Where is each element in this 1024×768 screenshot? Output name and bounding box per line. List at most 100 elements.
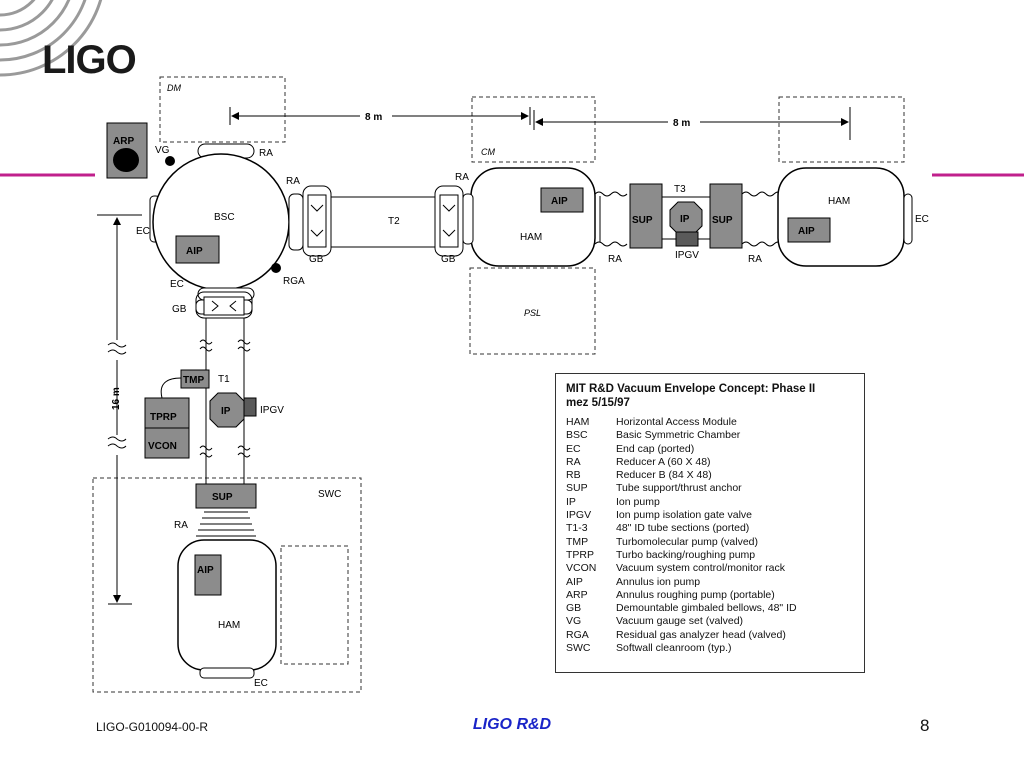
ip-t3-label: IP [680,214,690,225]
legend-abbr: VCON [566,562,597,575]
legend-row: HAM Horizontal Access Module [566,416,854,429]
ipgv-t3-box [675,231,699,247]
legend-abbr: RB [566,469,581,482]
legend-row: GB Demountable gimbaled bellows, 48" ID [566,602,854,615]
ipgv-t3-label: IPGV [675,250,699,261]
legend-title: MIT R&D Vacuum Envelope Concept: Phase I… [566,383,816,409]
legend-desc: Annulus ion pump [616,575,701,588]
legend-desc: Basic Symmetric Chamber [616,429,741,442]
legend-desc: Demountable gimbaled bellows, 48" ID [616,602,797,615]
legend-abbr: TPRP [566,548,595,561]
footer-doc-id: LIGO-G010094-00-R [96,720,209,734]
region-swc [92,477,362,693]
legend-desc: Reducer A (60 X 48) [616,455,711,468]
aip-bsc-box [175,235,220,264]
legend-abbr: IPGV [566,509,592,522]
legend-desc: Softwall cleanroom (typ.) [616,642,732,655]
region-psl-label: PSL [524,308,541,318]
aip-ham-right-box [787,217,831,243]
legend-row: VG Vacuum gauge set (valved) [566,615,854,628]
legend-row: T1-3 48" ID tube sections (ported) [566,522,854,535]
ra-bsc-right-label: RA [286,176,300,187]
aip-ham-right-label: AIP [798,226,815,237]
tprp-label: TPRP [150,412,177,423]
legend-abbr: HAM [566,416,590,428]
region-psl [469,267,596,355]
region-dm [159,76,286,143]
ham-right-chamber [777,167,905,267]
ra-top-label: RA [259,148,273,159]
t2-label: T2 [388,216,400,227]
ra-ham-center-right-label: RA [608,254,622,265]
legend-desc: Turbomolecular pump (valved) [616,535,759,548]
aip-ham-center-label: AIP [551,196,568,207]
legend-row: TMP Turbomolecular pump (valved) [566,536,854,549]
ham-right-label: HAM [828,196,850,207]
legend-abbr: VG [566,615,582,628]
legend-abbr: ARP [566,588,588,601]
sup-bottom-label: SUP [212,492,233,503]
legend-abbr: SWC [566,642,591,655]
legend-desc: End cap (ported) [616,442,695,455]
ligo-logo: LIGO [42,38,137,82]
legend-desc: 48" ID tube sections (ported) [616,522,750,535]
legend-abbr: GB [566,602,582,615]
arp-pump-icon [113,148,139,172]
ham-center-chamber [470,167,596,267]
legend-desc: Vacuum system control/monitor rack [616,562,786,575]
dimension-16m: 16 m [111,387,122,410]
ipgv-t1-label: IPGV [260,405,284,416]
ra-bottom-label: RA [174,520,188,531]
sup-right-label: SUP [712,215,733,226]
legend-row: BSC Basic Symmetric Chamber [566,429,854,442]
vg-label: VG [155,145,170,156]
legend-desc: Horizontal Access Module [616,416,737,428]
legend-row: RB Reducer B (84 X 48) [566,469,854,482]
legend-abbr: TMP [566,535,589,548]
ec-right-label: EC [915,214,929,225]
region-right [778,96,905,163]
ec-bsc-bottom-label: EC [170,279,184,290]
ham-center-label: HAM [520,232,542,243]
bsc-label: BSC [214,212,235,223]
rga-icon [271,263,281,273]
legend-row: SWC Softwall cleanroom (typ.) [566,642,854,655]
legend-abbr: EC [566,442,581,455]
region-cm-label: CM [481,147,495,157]
gb-bsc-bottom-label: GB [172,304,187,315]
dimension-8m-left: 8 m [365,112,382,123]
ec-bottom-label: EC [254,678,268,689]
ip-t1-label: IP [221,406,231,417]
legend-abbr: RA [566,455,581,468]
legend-row: TPRP Turbo backing/roughing pump [566,549,854,562]
dimension-8m-right: 8 m [673,118,690,129]
legend-abbr: BSC [566,429,588,442]
ra-ham-right-left-label: RA [748,254,762,265]
legend-desc: Reducer B (84 X 48) [616,469,712,482]
sup-left-label: SUP [632,215,653,226]
legend-box: MIT R&D Vacuum Envelope Concept: Phase I… [555,373,865,673]
ra-ham-center-left-label: RA [455,172,469,183]
legend-abbr: SUP [566,482,588,495]
legend-desc: Ion pump [616,495,660,508]
region-cm [471,96,596,163]
sup-bottom-box [195,483,257,509]
legend-desc: Tube support/thrust anchor [616,482,742,495]
t3-label: T3 [674,184,686,195]
page-number: 8 [920,716,930,735]
vcon-label: VCON [148,441,177,452]
legend-desc: Turbo backing/roughing pump [616,548,756,561]
legend-desc: Residual gas analyzer head (valved) [616,628,786,641]
logo-swirl-icon [0,0,103,77]
legend-abbr: T1-3 [566,522,588,535]
legend-desc: Vacuum gauge set (valved) [616,615,744,628]
t1-label: T1 [218,374,230,385]
region-dm-label: DM [167,83,181,93]
aip-bsc-label: AIP [186,246,203,257]
sup-left-box [629,183,663,249]
